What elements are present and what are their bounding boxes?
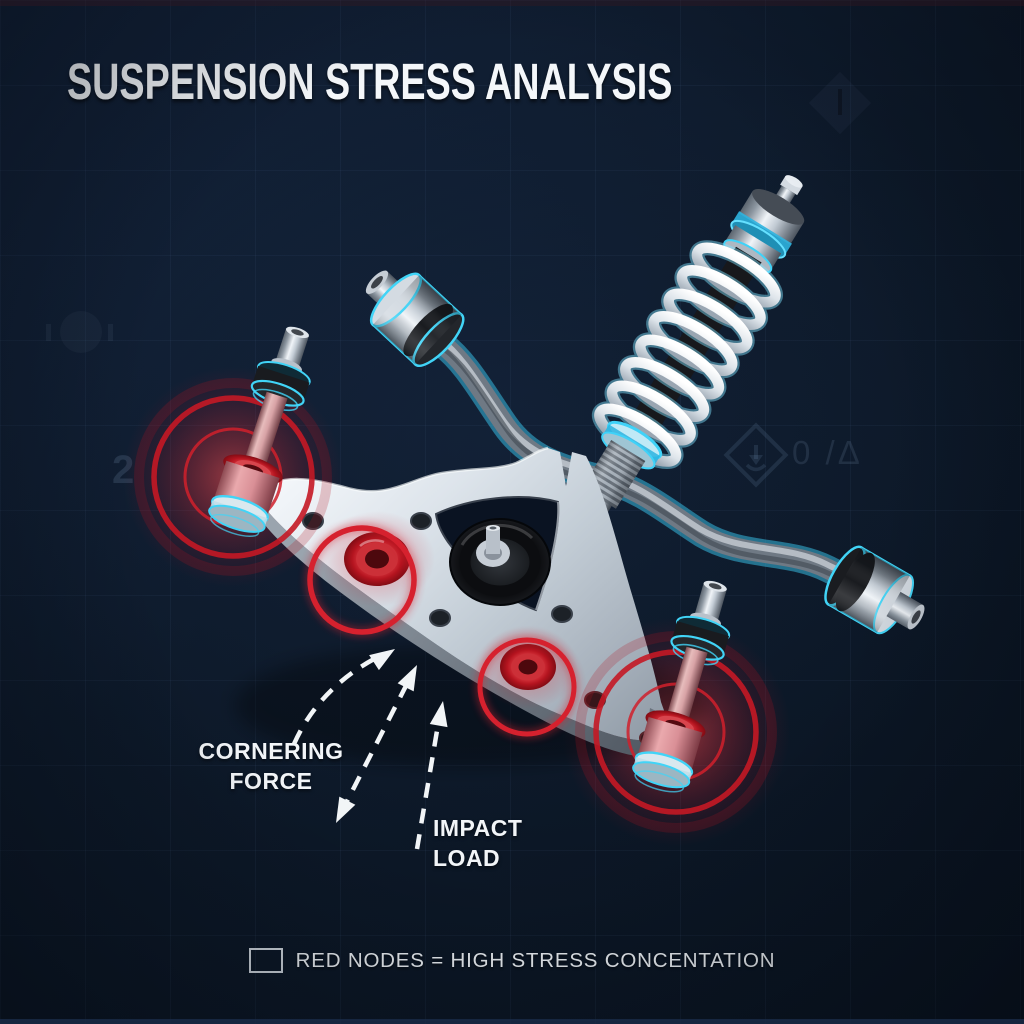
impact-load-line2: LOAD: [433, 845, 501, 872]
center-bushing: [449, 518, 551, 606]
diamond-watermark-icon: [808, 71, 872, 135]
stress-node-bushing-upper: [319, 511, 435, 607]
bushing-schematic-watermark: [46, 311, 113, 353]
top-edge-strip: [0, 0, 1024, 6]
legend: RED NODES = HIGH STRESS CONCENTATION: [0, 948, 1024, 973]
cornering-force-line1: CORNERING: [198, 738, 344, 764]
legend-text: RED NODES = HIGH STRESS CONCENTATION: [295, 948, 776, 972]
impact-load-line1: IMPACT: [433, 815, 523, 841]
impact-load-label: IMPACT LOAD: [433, 813, 522, 874]
sway-bar-bushing-right: [824, 545, 925, 635]
cornering-force-line2: FORCE: [229, 768, 313, 795]
legend-swatch-box: [248, 948, 283, 973]
cornering-force-label: CORNERING FORCE: [160, 736, 382, 797]
download-diamond-watermark-icon: [723, 422, 789, 488]
bottom-edge-strip: [0, 1019, 1024, 1024]
